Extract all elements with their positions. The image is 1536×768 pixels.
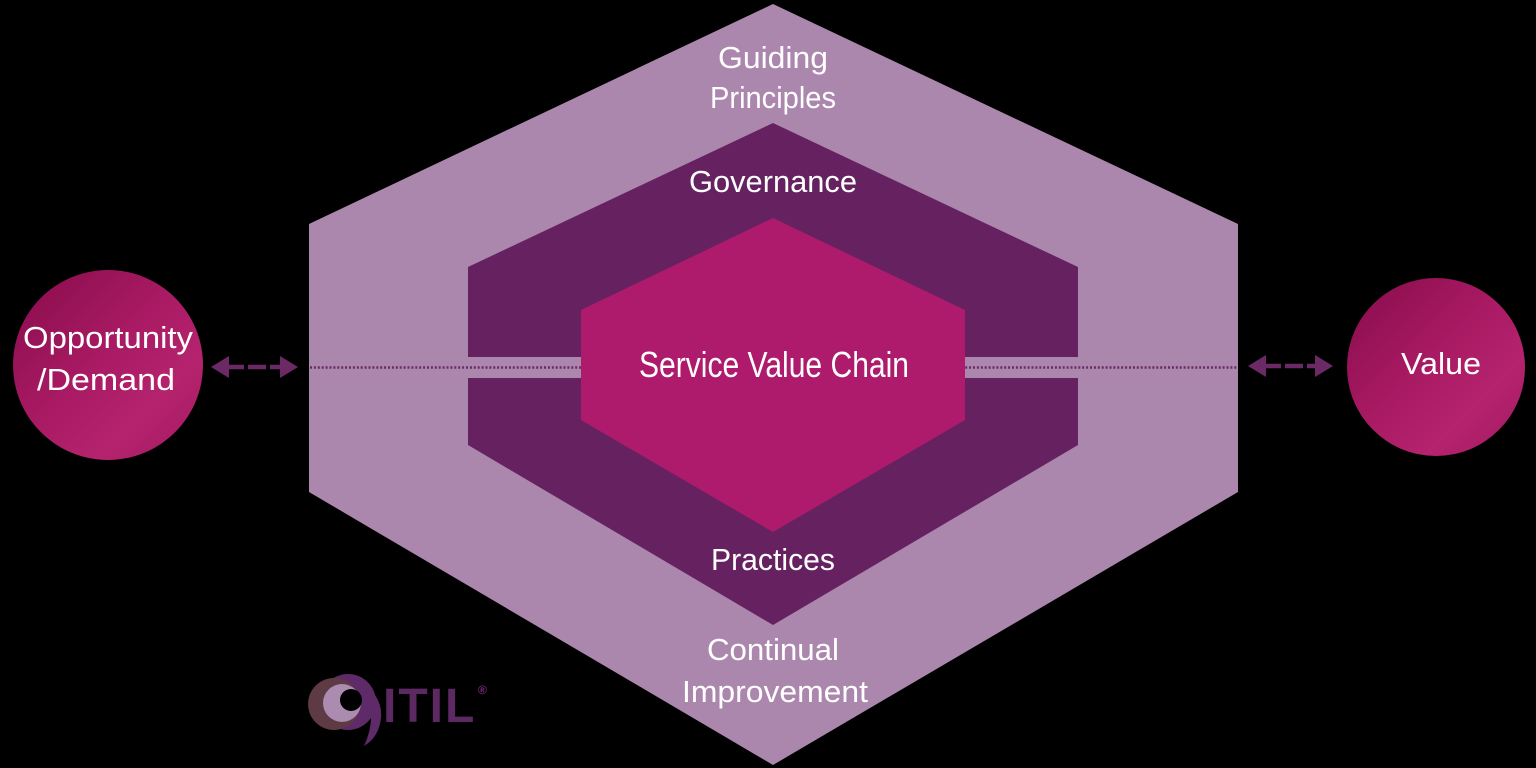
- left-double-arrow-icon: [211, 356, 298, 378]
- continual-improvement-label-line2: Improvement: [682, 674, 868, 709]
- opportunity-demand-circle: [13, 270, 203, 460]
- service-value-chain-label: Service Value Chain: [639, 344, 909, 385]
- right-double-arrow-icon: [1248, 355, 1333, 377]
- continual-improvement-label-line1: Continual: [707, 632, 839, 667]
- opportunity-demand-label-line1: Opportunity: [23, 320, 194, 355]
- practices-label: Practices: [711, 542, 835, 577]
- guiding-principles-label-line1: Guiding: [718, 40, 828, 75]
- itil-registered-mark: ®: [478, 683, 487, 697]
- guiding-principles-label-line2: Principles: [710, 80, 836, 115]
- governance-label: Governance: [689, 164, 857, 199]
- itil-logo-text: ITIL: [383, 680, 476, 733]
- itil-logo: ITIL ®: [308, 674, 487, 746]
- value-circle: [1347, 278, 1525, 456]
- opportunity-demand-label-line2: /Demand: [37, 362, 175, 397]
- itil-swirl-center-hole: [340, 689, 362, 711]
- inner-hexagon: [581, 218, 965, 532]
- itil-swirl-tail: [353, 681, 382, 746]
- value-label: Value: [1401, 346, 1481, 381]
